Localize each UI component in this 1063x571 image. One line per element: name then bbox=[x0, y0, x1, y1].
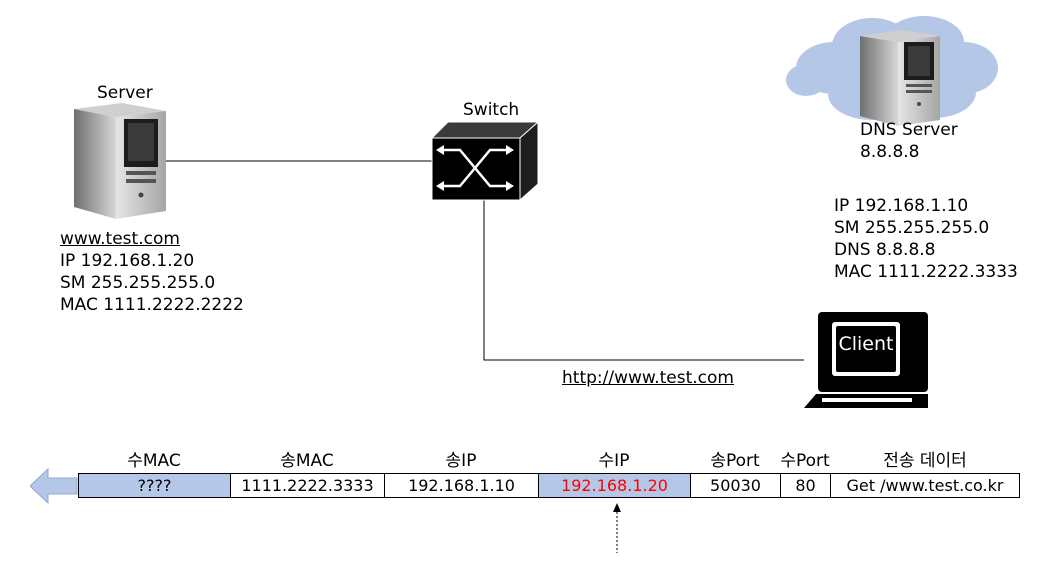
value-dest-port: 80 bbox=[780, 473, 831, 498]
value-payload: Get /www.test.co.kr bbox=[830, 473, 1020, 498]
header-payload: 전송 데이터 bbox=[883, 451, 967, 471]
dns-server-title: DNS Server bbox=[860, 120, 958, 140]
left-arrow-icon bbox=[30, 468, 78, 504]
client-dns: DNS 8.8.8.8 bbox=[834, 240, 936, 260]
header-dest-ip: 수IP bbox=[598, 451, 630, 471]
dns-server-tower-icon bbox=[860, 30, 940, 126]
network-switch-icon bbox=[430, 120, 540, 202]
server-hostname: www.test.com bbox=[60, 229, 180, 249]
switch-title: Switch bbox=[463, 100, 520, 120]
header-dest-port: 수Port bbox=[780, 451, 830, 471]
value-src-mac: 1111.2222.3333 bbox=[230, 473, 385, 498]
header-src-mac: 송MAC bbox=[280, 451, 334, 471]
client-monitor-icon: Client bbox=[802, 310, 932, 410]
dns-server-ip: 8.8.8.8 bbox=[860, 142, 920, 162]
client-screen-label: Client bbox=[838, 333, 894, 355]
switch-client-link bbox=[483, 200, 804, 361]
client-ip: IP 192.168.1.10 bbox=[834, 196, 969, 216]
server-title: Server bbox=[97, 83, 153, 103]
client-url: http://www.test.com bbox=[562, 368, 734, 388]
client-mac: MAC 1111.2222.3333 bbox=[834, 262, 1018, 282]
server-subnet-mask: SM 255.255.255.0 bbox=[60, 273, 216, 293]
header-dest-mac: 수MAC bbox=[127, 451, 181, 471]
value-dest-mac: ???? bbox=[78, 473, 231, 498]
header-src-port: 송Port bbox=[710, 451, 760, 471]
value-dest-ip: 192.168.1.20 bbox=[538, 473, 691, 498]
server-tower-icon bbox=[74, 103, 166, 219]
server-mac: MAC 1111.2222.2222 bbox=[60, 295, 244, 315]
pointer-arrowhead bbox=[613, 503, 621, 512]
value-src-ip: 192.168.1.10 bbox=[384, 473, 539, 498]
value-src-port: 50030 bbox=[690, 473, 781, 498]
server-ip: IP 192.168.1.20 bbox=[60, 251, 195, 271]
client-subnet-mask: SM 255.255.255.0 bbox=[834, 218, 990, 238]
header-src-ip: 송IP bbox=[445, 451, 477, 471]
